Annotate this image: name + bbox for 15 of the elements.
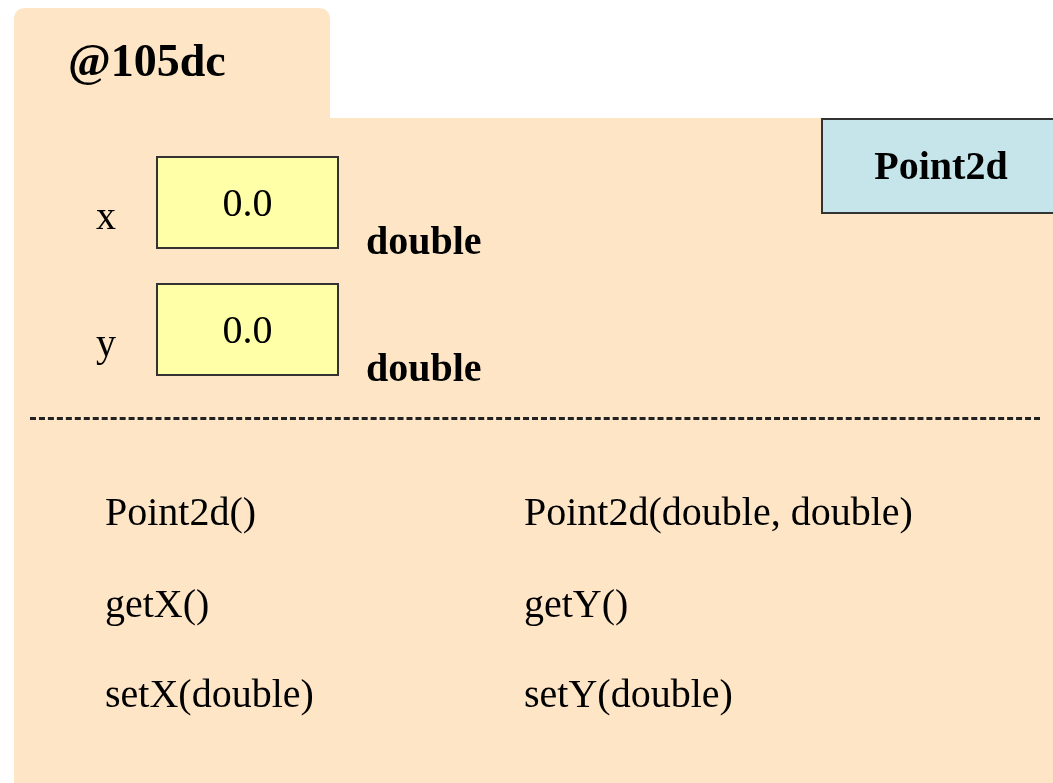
method-name: getY() bbox=[524, 584, 629, 624]
value-box: 0.0 bbox=[156, 156, 339, 249]
field-name: x bbox=[96, 196, 116, 236]
field-type: double bbox=[366, 221, 482, 261]
method-name: getX() bbox=[105, 584, 210, 624]
folder-shape bbox=[14, 8, 1053, 783]
value-box: 0.0 bbox=[156, 283, 339, 376]
method-name: Point2d() bbox=[105, 492, 257, 532]
field-type: double bbox=[366, 348, 482, 388]
field-name: y bbox=[96, 323, 116, 363]
method-name: Point2d(double, double) bbox=[524, 492, 913, 532]
method-name: setX(double) bbox=[105, 674, 314, 714]
object-id: @105dc bbox=[68, 38, 226, 84]
method-name: setY(double) bbox=[524, 674, 733, 714]
class-name-box: Point2d bbox=[821, 118, 1053, 214]
